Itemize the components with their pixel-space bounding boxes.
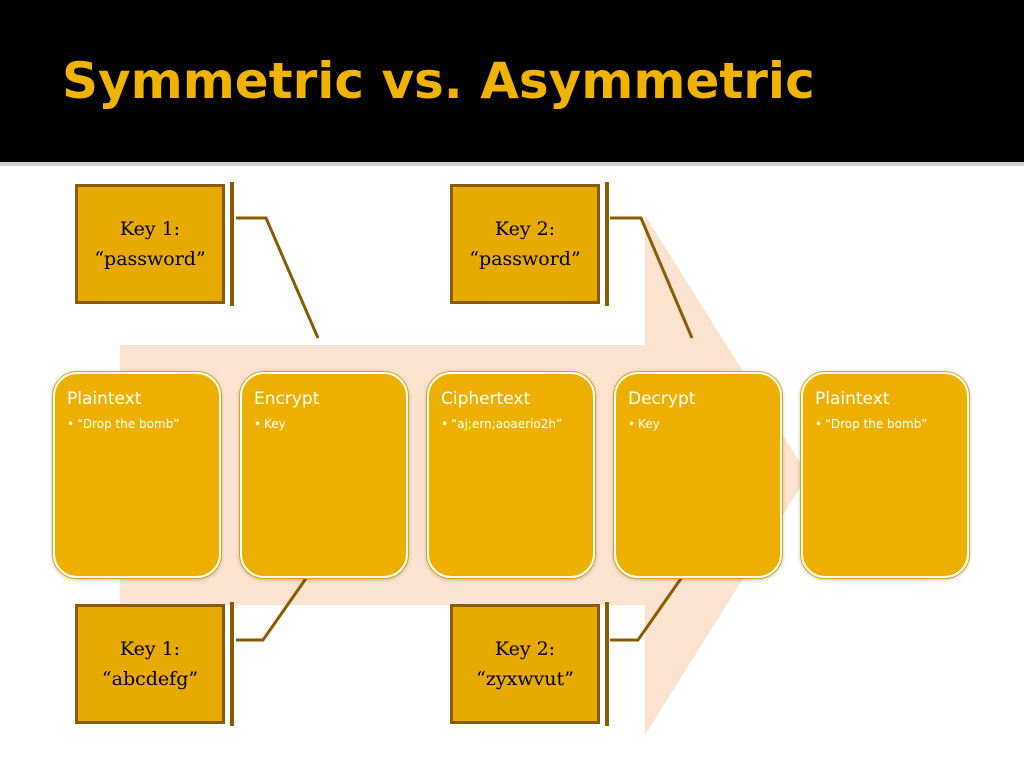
- key-box-bottom-2: Key 2: “zyxwvut”: [450, 604, 600, 724]
- key-bracket-bottom-2: [605, 602, 609, 726]
- header-divider: [0, 162, 1024, 166]
- stage-bullet: •Key: [254, 417, 286, 431]
- key-label: Key 2:: [494, 638, 556, 660]
- connector-key1-top: [236, 216, 320, 339]
- stage-bullet-text: Key: [264, 417, 286, 431]
- key-box-top-2: Key 2: “password”: [450, 184, 600, 304]
- key-bracket-top-2: [605, 182, 609, 306]
- stage-bullet: •“Drop the bomb”: [815, 417, 928, 431]
- stage-decrypt: Decrypt •Key: [614, 372, 782, 578]
- stage-encrypt: Encrypt •Key: [240, 372, 408, 578]
- key-value: “password”: [469, 248, 581, 270]
- stage-bullet: •“Drop the bomb”: [67, 417, 180, 431]
- stage-title: Decrypt: [628, 389, 696, 409]
- connector-key2-bottom: [610, 566, 691, 642]
- stage-title: Plaintext: [67, 389, 142, 409]
- stage-title: Plaintext: [815, 389, 890, 409]
- key-value: “zyxwvut”: [476, 668, 574, 690]
- key-value: “password”: [94, 248, 206, 270]
- connector-key2-top: [610, 216, 694, 339]
- stage-title: Encrypt: [254, 389, 320, 409]
- stage-plaintext-input: Plaintext •“Drop the bomb”: [53, 372, 221, 578]
- stage-title: Ciphertext: [441, 389, 531, 409]
- key-box-top-1: Key 1: “password”: [75, 184, 225, 304]
- key-label: Key 1:: [119, 218, 181, 240]
- connector-key1-bottom: [236, 566, 316, 642]
- key-label: Key 1:: [119, 638, 181, 660]
- stage-plaintext-output: Plaintext •“Drop the bomb”: [801, 372, 969, 578]
- key-box-bottom-1: Key 1: “abcdefg”: [75, 604, 225, 724]
- stage-bullet-text: “aj;ern;aoaerio2h”: [451, 417, 563, 431]
- stage-ciphertext: Ciphertext •“aj;ern;aoaerio2h”: [427, 372, 595, 578]
- stage-bullet: •“aj;ern;aoaerio2h”: [441, 417, 563, 431]
- stage-bullet-text: “Drop the bomb”: [77, 417, 180, 431]
- key-bracket-bottom-1: [230, 602, 234, 726]
- key-label: Key 2:: [494, 218, 556, 240]
- slide-header: Symmetric vs. Asymmetric: [0, 0, 1024, 160]
- stage-bullet: •Key: [628, 417, 660, 431]
- slide-title: Symmetric vs. Asymmetric: [62, 52, 815, 110]
- key-value: “abcdefg”: [101, 668, 199, 690]
- stage-bullet-text: “Drop the bomb”: [825, 417, 928, 431]
- key-bracket-top-1: [230, 182, 234, 306]
- stage-bullet-text: Key: [638, 417, 660, 431]
